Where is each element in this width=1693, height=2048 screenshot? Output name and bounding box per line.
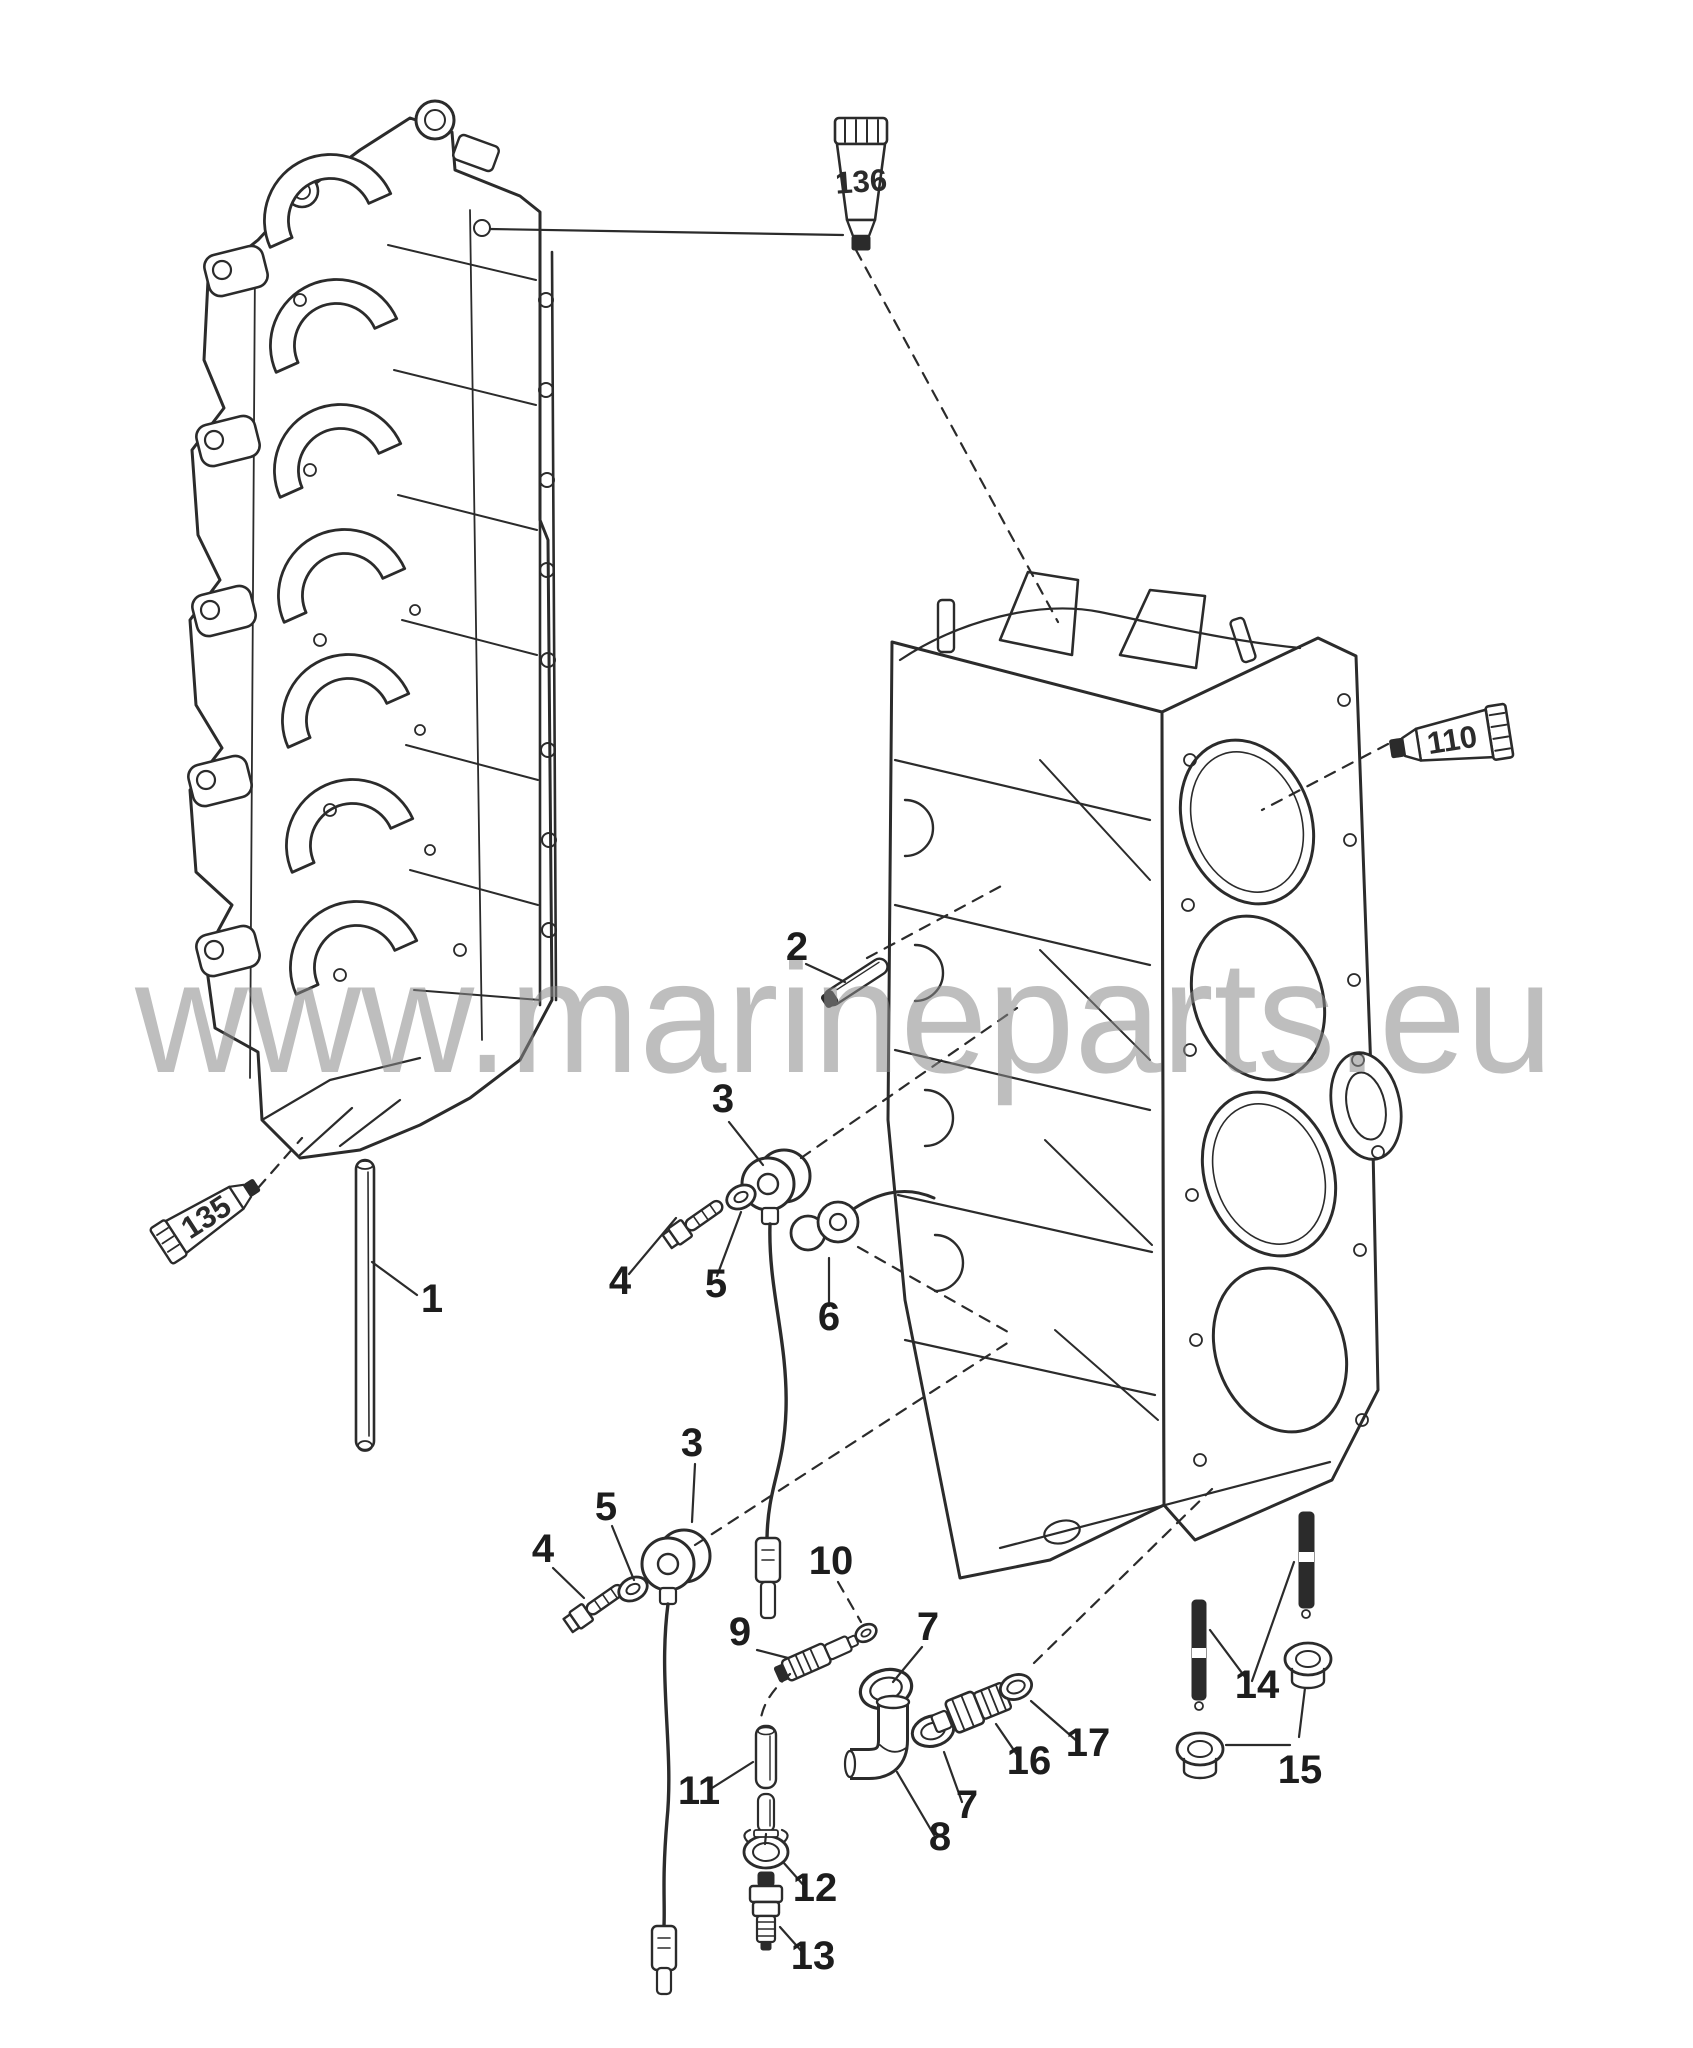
bearing-arches [263, 153, 419, 996]
cylinder-bores [1178, 738, 1349, 1434]
callout-3-lower: 3 [681, 1421, 703, 1465]
plug-part-lower [1175, 1731, 1225, 1780]
sealant-tube-136: 136 [833, 116, 889, 251]
oring-10-part [854, 1622, 878, 1644]
dowel-rod-part [354, 1158, 376, 1452]
callout-10: 10 [809, 1539, 854, 1583]
callout-2: 2 [786, 925, 808, 969]
callout-4-lower: 4 [532, 1527, 555, 1571]
deck-holes [1181, 693, 1369, 1467]
watermark-text: www.marineparts.eu [134, 927, 1553, 1106]
sealant-number-136: 136 [834, 162, 888, 201]
callout-8: 8 [929, 1815, 951, 1859]
cylinder-block-art [886, 570, 1403, 1580]
callout-4-upper: 4 [609, 1259, 632, 1303]
retainer-clip-part [789, 1189, 936, 1252]
sealant-tube-110: 110 [1389, 702, 1515, 762]
leader-lines [370, 227, 1307, 1956]
sensor-bolt-upper [661, 1199, 724, 1250]
callout-5-lower: 5 [595, 1485, 617, 1529]
sensor-washer-lower [617, 1575, 649, 1603]
tube-part [754, 1724, 778, 1834]
callout-16: 16 [1007, 1739, 1052, 1783]
crankcase-block-art [187, 99, 558, 1160]
knock-sensor-lower [640, 1528, 712, 1996]
sensor-washer-upper [725, 1183, 757, 1211]
callout-9: 9 [729, 1610, 751, 1654]
callout-14: 14 [1235, 1663, 1280, 1707]
callout-11: 11 [678, 1769, 720, 1813]
callout-12: 12 [793, 1866, 838, 1910]
temp-sensor-part [748, 1871, 784, 1951]
callout-13: 13 [791, 1934, 836, 1978]
callout-7-upper: 7 [917, 1605, 939, 1649]
clamp-part [742, 1828, 790, 1870]
bolt-holes [293, 293, 467, 982]
plug-part-upper [1283, 1641, 1333, 1690]
sealant-number-110: 110 [1425, 719, 1480, 761]
sealant-tube-135: 135 [149, 1179, 261, 1265]
inline-fitting-part [773, 1634, 859, 1683]
dashed-assembly-lines [256, 248, 1390, 1846]
side-flange [1329, 1051, 1403, 1161]
callout-1: 1 [421, 1277, 443, 1321]
dowel-pin-part [820, 957, 889, 1008]
callout-6: 6 [818, 1295, 840, 1339]
knock-sensor-upper [740, 1148, 812, 1620]
callout-15: 15 [1278, 1748, 1323, 1792]
callout-5-upper: 5 [705, 1262, 727, 1306]
callout-7-lower: 7 [956, 1783, 978, 1827]
oring-17-part [999, 1673, 1033, 1701]
callout-17: 17 [1066, 1721, 1111, 1765]
mount-bosses [187, 244, 269, 978]
stud-parts [1191, 1511, 1315, 1711]
callout-3-upper: 3 [712, 1077, 734, 1121]
callout-numbers: 1 2 3 4 5 6 3 5 4 10 9 7 17 16 7 8 11 12… [421, 925, 1322, 1978]
elbow-fitting-part [843, 1694, 911, 1780]
